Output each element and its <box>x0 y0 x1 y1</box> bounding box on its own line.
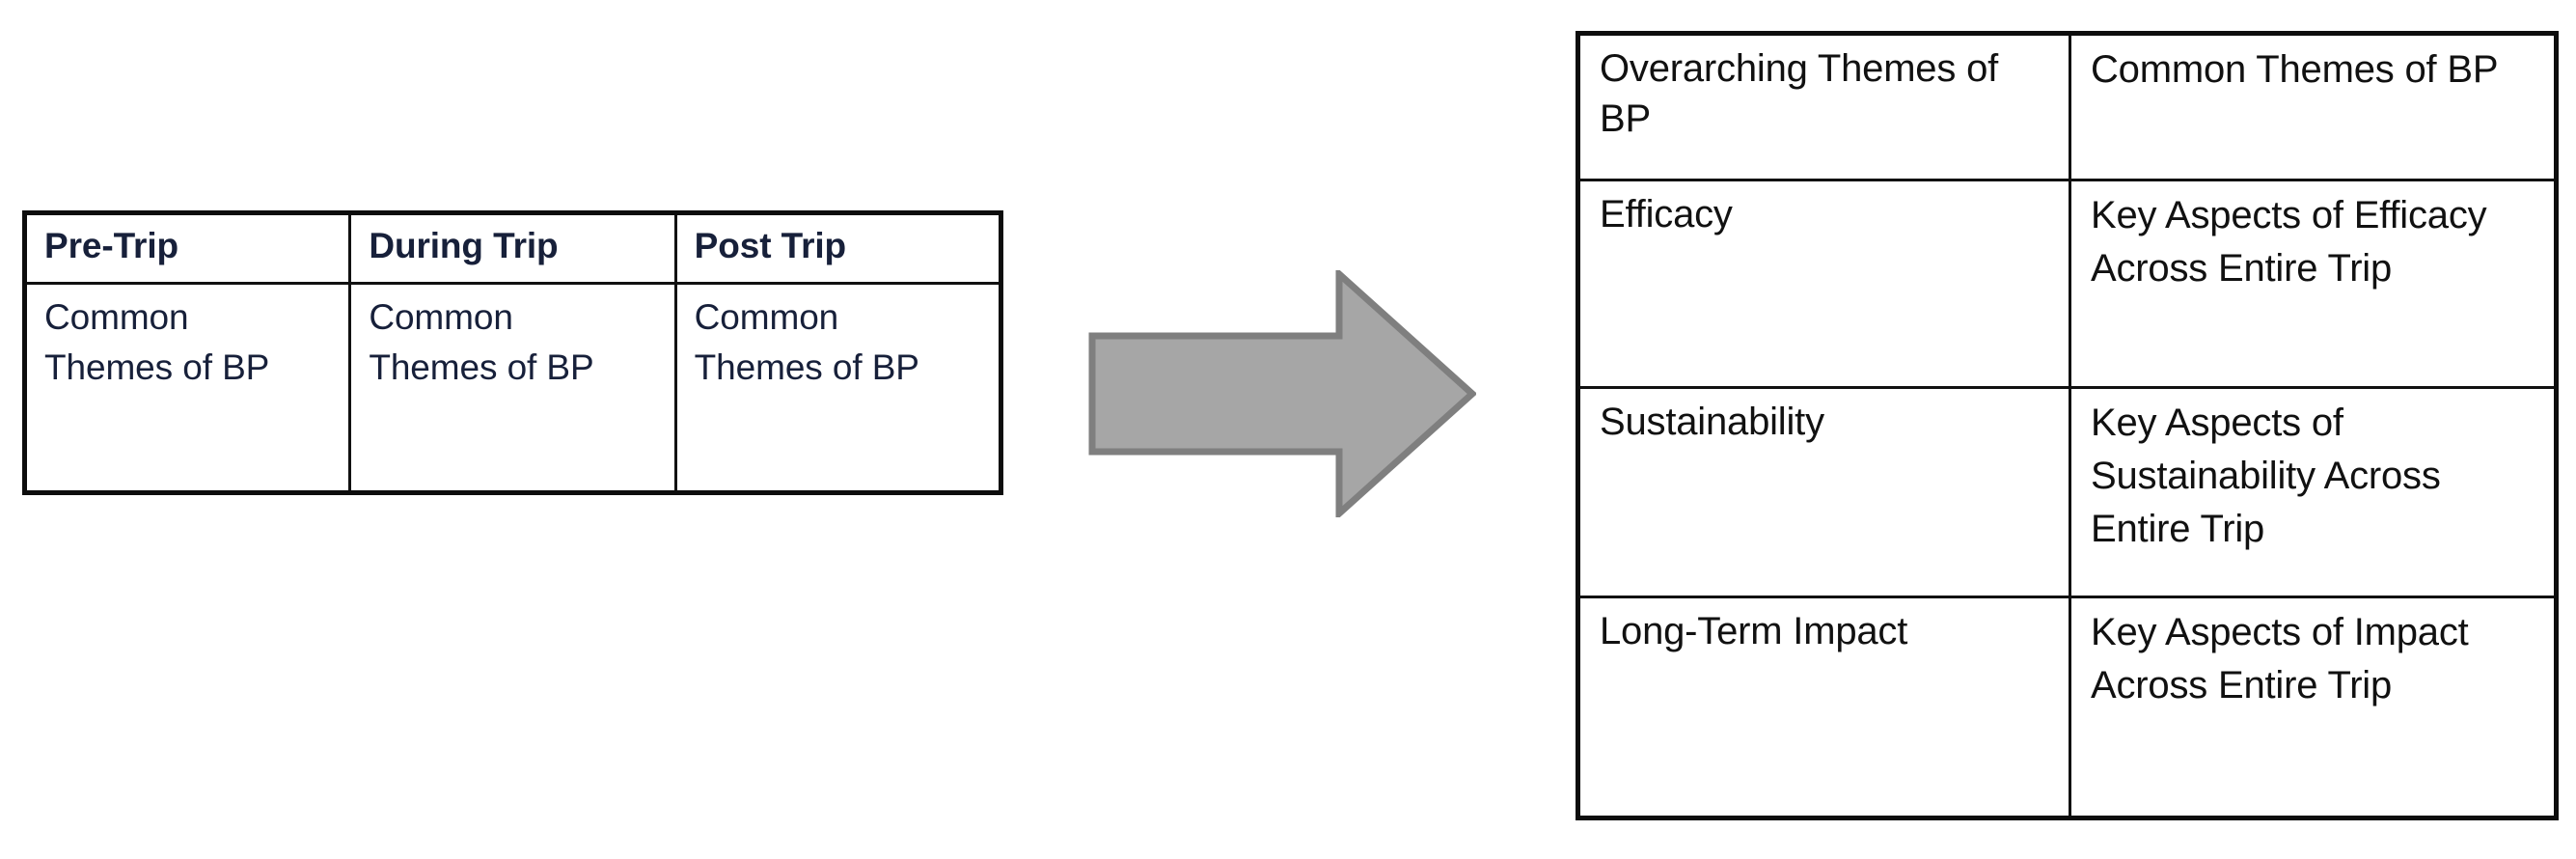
phase-header-post-trip: Post Trip <box>673 211 1003 285</box>
cell-value: Long-Term Impact <box>1600 610 1908 652</box>
table-row: Common Themes of BP Common Themes of BP … <box>22 281 1003 494</box>
themes-label-efficacy: Efficacy <box>1576 179 2071 389</box>
table-row: Efficacy Key Aspects of Efficacy Across … <box>1576 179 2558 389</box>
themes-header-overarching: Overarching Themes of BP <box>1576 32 2071 181</box>
table-row: Long-Term Impact Key Aspects of Impact A… <box>1576 596 2558 819</box>
cell-value: Common Themes of BP <box>369 296 594 388</box>
themes-detail-long-term-impact: Key Aspects of Impact Across Entire Trip <box>2069 596 2558 819</box>
cell-label: During Trip <box>369 226 559 265</box>
themes-label-sustainability: Sustainability <box>1576 386 2071 598</box>
cell-value: Efficacy <box>1600 193 1733 236</box>
cell-value: Common Themes of BP <box>44 296 270 388</box>
right-arrow-icon <box>1088 270 1476 517</box>
cell-value: Key Aspects of Impact Across Entire Trip <box>2091 611 2469 707</box>
table-row: Overarching Themes of BP Common Themes o… <box>1576 32 2558 181</box>
cell-label: Overarching Themes of BP <box>1600 47 1999 140</box>
cell-value: Common Themes of BP <box>694 296 919 388</box>
cell-label: Post Trip <box>694 226 847 265</box>
phase-header-pre-trip: Pre-Trip <box>22 211 352 285</box>
table-row: Pre-Trip During Trip Post Trip <box>22 211 1003 285</box>
phase-cell-post-trip: Common Themes of BP <box>673 281 1003 494</box>
phase-cell-during-trip: Common Themes of BP <box>348 281 677 494</box>
table-row: Sustainability Key Aspects of Sustainabi… <box>1576 386 2558 598</box>
trip-phase-table: Pre-Trip During Trip Post Trip Common Th… <box>22 210 1003 495</box>
overarching-themes-table: Overarching Themes of BP Common Themes o… <box>1576 31 2559 820</box>
cell-value: Sustainability <box>1600 401 1824 443</box>
themes-detail-sustainability: Key Aspects of Sustainability Across Ent… <box>2069 386 2558 598</box>
cell-value: Key Aspects of Efficacy Across Entire Tr… <box>2091 194 2487 291</box>
cell-label: Common Themes of BP <box>2091 48 2499 91</box>
cell-value: Key Aspects of Sustainability Across Ent… <box>2091 402 2441 551</box>
phase-cell-pre-trip: Common Themes of BP <box>22 281 352 494</box>
themes-header-common: Common Themes of BP <box>2069 32 2558 181</box>
cell-label: Pre-Trip <box>44 226 179 265</box>
phase-header-during-trip: During Trip <box>348 211 677 285</box>
themes-detail-efficacy: Key Aspects of Efficacy Across Entire Tr… <box>2069 179 2558 389</box>
themes-label-long-term-impact: Long-Term Impact <box>1576 596 2071 819</box>
